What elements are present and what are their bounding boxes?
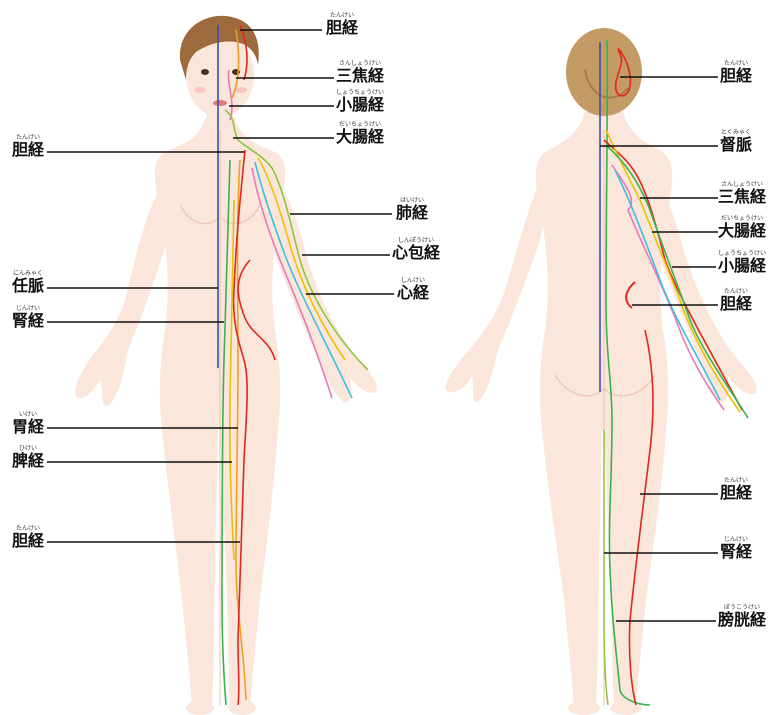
label-text: 小腸経 xyxy=(336,97,384,113)
label-text: 胆経 xyxy=(720,296,752,312)
front-label-small-intestine: しょうちょうけい 小腸経 xyxy=(336,89,384,113)
front-label-large-intestine: だいちょうけい 大腸経 xyxy=(336,121,384,145)
front-left-foot xyxy=(186,701,214,715)
front-label-ren-mai: にんみゃく 任脈 xyxy=(12,270,44,294)
label-text: 督脈 xyxy=(720,137,752,153)
label-text: 胃経 xyxy=(12,419,44,435)
front-figure xyxy=(75,16,377,715)
front-label-gallbladder-head: たんけい 胆経 xyxy=(326,12,358,36)
back-label-sanjiao: さんしょうけい 三焦経 xyxy=(718,181,766,205)
front-label-gallbladder-upper: たんけい 胆経 xyxy=(12,134,44,158)
front-label-heart: しんけい 心経 xyxy=(397,277,429,301)
front-label-spleen: ひけい 脾経 xyxy=(12,445,44,469)
back-label-small-intestine: しょうちょうけい 小腸経 xyxy=(718,250,766,274)
label-text: 心経 xyxy=(397,285,429,301)
label-text: 心包経 xyxy=(392,245,440,261)
label-text: 腎経 xyxy=(720,544,752,560)
front-right-cheek xyxy=(235,87,247,93)
label-text: 膀胱経 xyxy=(718,612,766,628)
label-text: 腎経 xyxy=(12,313,44,329)
label-text: 小腸経 xyxy=(718,258,766,274)
label-text: 肺経 xyxy=(396,205,428,221)
back-label-gallbladder-head: たんけい 胆経 xyxy=(720,60,752,84)
back-label-bladder: ぼうこうけい 膀胱経 xyxy=(718,604,766,628)
back-head xyxy=(566,28,642,116)
back-label-kidney: じんけい 腎経 xyxy=(720,536,752,560)
label-text: 胆経 xyxy=(720,485,752,501)
label-text: 胆経 xyxy=(326,20,358,36)
front-label-kidney: じんけい 腎経 xyxy=(12,305,44,329)
back-label-large-intestine: だいちょうけい 大腸経 xyxy=(718,215,766,239)
label-text: 大腸経 xyxy=(718,223,766,239)
label-text: 大腸経 xyxy=(336,129,384,145)
front-label-gallbladder-leg: たんけい 胆経 xyxy=(12,525,44,549)
label-text: 胆経 xyxy=(12,533,44,549)
front-left-cheek xyxy=(194,87,206,93)
back-label-gallbladder-hip: たんけい 胆経 xyxy=(720,288,752,312)
front-label-pericardium: しんぽうけい 心包経 xyxy=(392,237,440,261)
label-text: 胆経 xyxy=(720,68,752,84)
front-label-sanjiao: さんしょうけい 三焦経 xyxy=(336,60,384,84)
front-mouth xyxy=(213,100,227,106)
front-left-eye xyxy=(201,69,209,75)
back-label-du-mai: とくみゃく 督脈 xyxy=(720,129,752,153)
label-text: 胆経 xyxy=(12,142,44,158)
label-text: 三焦経 xyxy=(718,189,766,205)
back-figure xyxy=(445,28,756,715)
label-text: 脾経 xyxy=(12,453,44,469)
front-label-lung: はいけい 肺経 xyxy=(396,197,428,221)
back-left-foot xyxy=(568,701,600,715)
label-text: 任脈 xyxy=(12,278,44,294)
label-text: 三焦経 xyxy=(336,68,384,84)
back-label-gallbladder-leg: たんけい 胆経 xyxy=(720,477,752,501)
front-label-stomach: いけい 胃経 xyxy=(12,411,44,435)
front-right-foot xyxy=(228,701,256,715)
